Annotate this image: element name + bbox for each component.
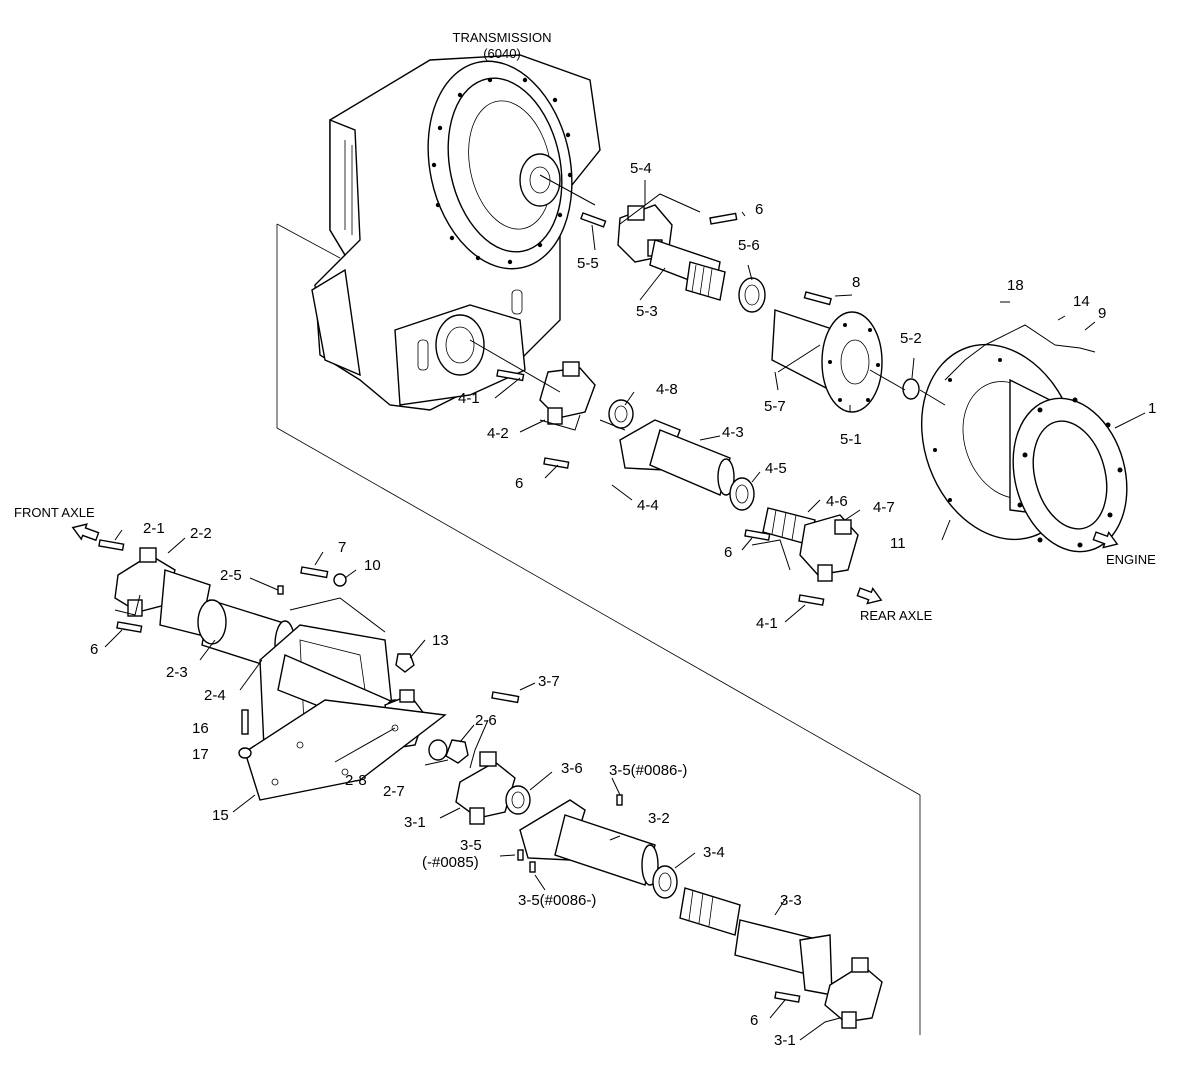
label-3-6: 3-6	[561, 760, 583, 777]
rear-driveshaft-group	[455, 691, 883, 1029]
front-axle-arrow-icon	[71, 523, 100, 542]
label-18: 18	[1007, 277, 1024, 294]
label-10: 10	[364, 557, 381, 574]
label-2-2: 2-2	[190, 525, 212, 542]
engine-label: ENGINE	[1106, 552, 1156, 567]
label-17: 17	[192, 746, 209, 763]
label-11: 11	[890, 535, 906, 552]
label-9: 9	[1098, 305, 1106, 322]
label-13: 13	[432, 632, 449, 649]
part-labels: TRANSMISSION (6040) FRONT AXLE REAR AXLE…	[14, 30, 1156, 1049]
label-2-3: 2-3	[166, 664, 188, 681]
label-2-6: 2-6	[475, 712, 497, 729]
label-4-8: 4-8	[656, 381, 678, 398]
label-5-2: 5-2	[900, 330, 922, 347]
label-2-7: 2-7	[383, 783, 405, 800]
label-5-3: 5-3	[636, 303, 658, 320]
engine-arrow-icon	[1092, 531, 1119, 549]
assembly-frame	[276, 223, 921, 1035]
label-5-5: 5-5	[577, 255, 599, 272]
label-4-3: 4-3	[722, 424, 744, 441]
label-6-mid: 6	[515, 475, 523, 492]
engine-adapter-flange	[920, 343, 1128, 553]
label-3-2: 3-2	[648, 810, 670, 827]
label-1: 1	[1148, 400, 1156, 417]
middle-driveshaft-group	[496, 361, 859, 606]
rear-axle-label: REAR AXLE	[860, 608, 933, 623]
label-3-5-a: 3-5(#0086-)	[609, 762, 687, 779]
label-3-1-lower: 3-1	[774, 1032, 796, 1049]
label-4-2: 4-2	[487, 425, 509, 442]
flange-bolt-ring	[431, 77, 573, 265]
subtitle: (6040)	[483, 46, 521, 61]
label-5-7: 5-7	[764, 398, 786, 415]
label-3-5-c: 3-5(#0086-)	[518, 892, 596, 909]
leader-lines	[104, 174, 1146, 1041]
label-8: 8	[852, 274, 860, 291]
title: TRANSMISSION	[453, 30, 552, 45]
label-3-1-upper: 3-1	[404, 814, 426, 831]
front-axle-label: FRONT AXLE	[14, 505, 95, 520]
label-6-bottom: 6	[750, 1012, 758, 1029]
label-16: 16	[192, 720, 209, 737]
label-5-1: 5-1	[840, 431, 862, 448]
label-4-5: 4-5	[765, 460, 787, 477]
label-2-4: 2-4	[204, 687, 226, 704]
label-3-5-b: 3-5	[460, 837, 482, 854]
upper-driveshaft-group	[580, 204, 920, 413]
label-6-left: 6	[90, 641, 98, 658]
label-6-top: 6	[755, 201, 763, 218]
label-5-4: 5-4	[630, 160, 652, 177]
label-4-4: 4-4	[637, 497, 659, 514]
label-5-6: 5-6	[738, 237, 760, 254]
label-4-1-upper: 4-1	[458, 390, 480, 407]
front-driveshaft-group	[98, 539, 469, 801]
transmission-housing	[311, 54, 601, 411]
rear-axle-arrow-icon	[856, 587, 883, 605]
label-3-7: 3-7	[538, 673, 560, 690]
label-6-right: 6	[724, 544, 732, 561]
label-15: 15	[212, 807, 229, 824]
label-3-3: 3-3	[780, 892, 802, 909]
label-7: 7	[338, 539, 346, 556]
label-2-8: 2-8	[345, 772, 367, 789]
label-4-6: 4-6	[826, 493, 848, 510]
label-2-5: 2-5	[220, 567, 242, 584]
label-14: 14	[1073, 293, 1090, 310]
label-3-5-b-range: (-#0085)	[422, 854, 479, 871]
label-2-1: 2-1	[143, 520, 165, 537]
label-3-4: 3-4	[703, 844, 725, 861]
label-4-7: 4-7	[873, 499, 895, 516]
label-4-1-lower: 4-1	[756, 615, 778, 632]
